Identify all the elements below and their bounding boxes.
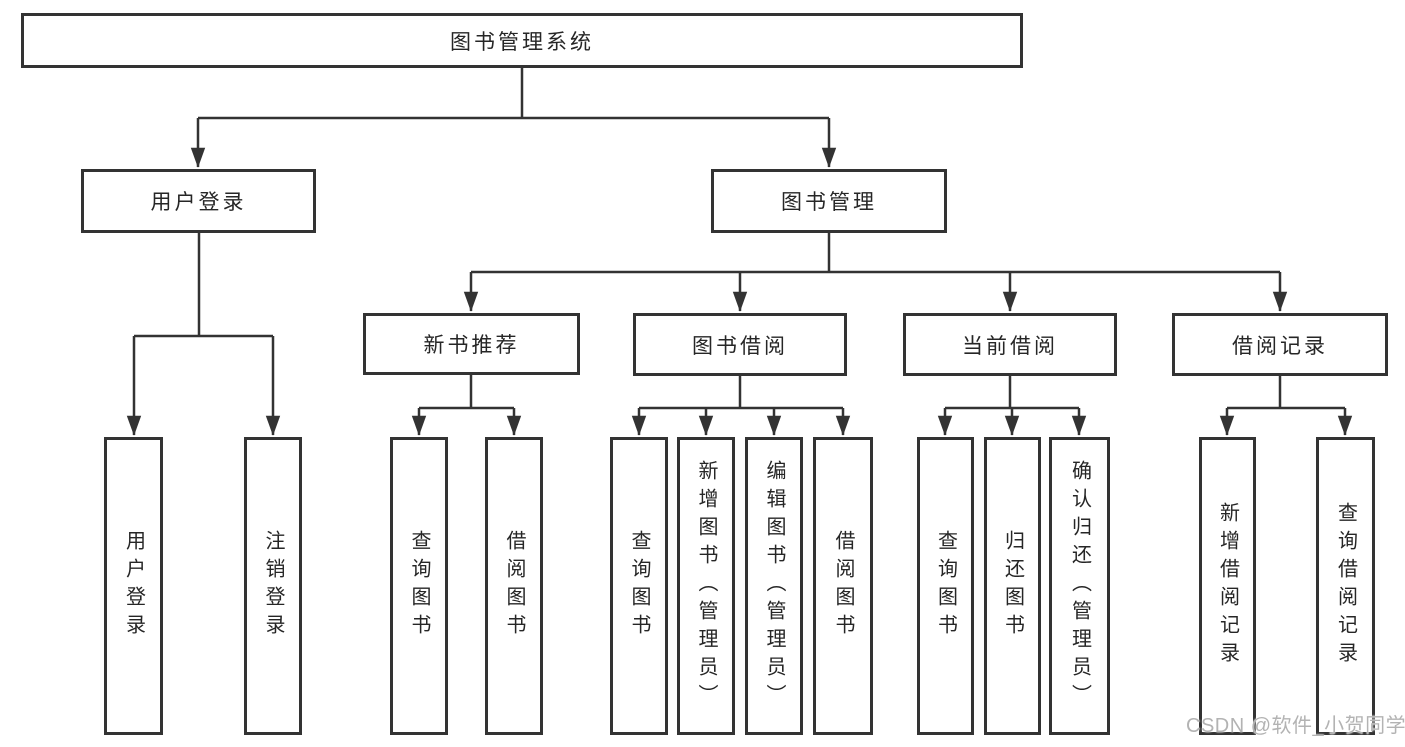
- leaf-current-confirm-return-admin: 确认归还（管理员）: [1049, 437, 1110, 735]
- leaf-borrow-query-books: 查询图书: [610, 437, 668, 735]
- leaf-current-return-books: 归还图书: [984, 437, 1041, 735]
- leaf-borrow-add-books-admin: 新增图书（管理员）: [677, 437, 735, 735]
- leaf-user-login: 用户登录: [104, 437, 163, 735]
- node-root-system: 图书管理系统: [21, 13, 1023, 68]
- node-borrowing-record: 借阅记录: [1172, 313, 1388, 376]
- leaf-newbook-borrow-books: 借阅图书: [485, 437, 543, 735]
- leaf-borrow-borrow-books: 借阅图书: [813, 437, 873, 735]
- leaf-borrow-edit-books-admin: 编辑图书（管理员）: [745, 437, 803, 735]
- node-user-login: 用户登录: [81, 169, 316, 233]
- leaf-current-query-books: 查询图书: [917, 437, 974, 735]
- leaf-newbook-query-books: 查询图书: [390, 437, 448, 735]
- leaf-record-add-borrow-record: 新增借阅记录: [1199, 437, 1256, 735]
- node-book-management: 图书管理: [711, 169, 947, 233]
- node-current-borrowing: 当前借阅: [903, 313, 1117, 376]
- node-book-borrowing: 图书借阅: [633, 313, 847, 376]
- leaf-record-query-borrow-record: 查询借阅记录: [1316, 437, 1375, 735]
- csdn-watermark: CSDN @软件_小贺同学: [1186, 715, 1405, 737]
- node-new-book-recommendation: 新书推荐: [363, 313, 580, 375]
- leaf-logout: 注销登录: [244, 437, 302, 735]
